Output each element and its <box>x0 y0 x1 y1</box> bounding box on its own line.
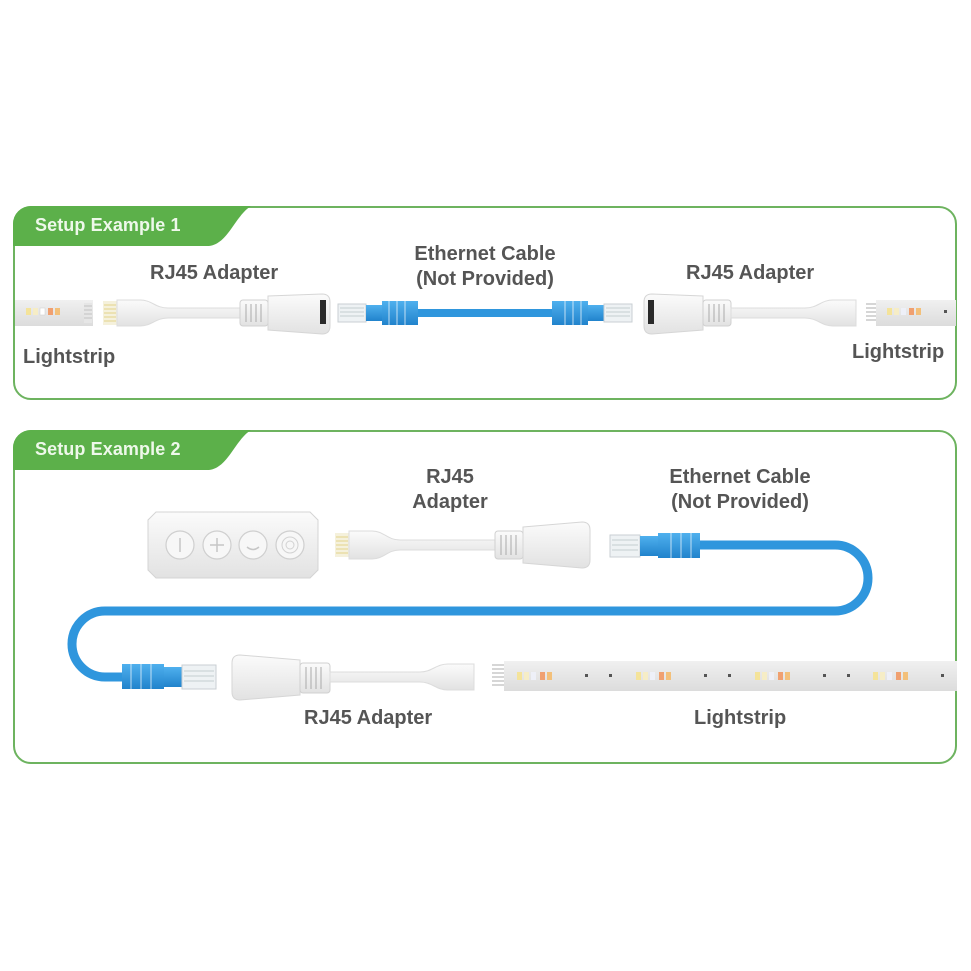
label-lightstrip-right: Lightstrip <box>852 341 945 363</box>
label-ethernet-cable-2-line1: Ethernet Cable <box>669 466 811 488</box>
setup-example-2-panel: Setup Example 2 <box>13 430 957 764</box>
resistor <box>609 674 612 677</box>
label-rj45-adapter-top-line1: RJ45 <box>426 466 474 488</box>
resistor <box>941 674 944 677</box>
led <box>778 672 783 680</box>
led <box>873 672 878 680</box>
lightstrip-left <box>15 300 93 326</box>
controller <box>147 511 319 579</box>
rj45-adapter-top <box>335 521 591 569</box>
setup-example-1-title: Setup Example 1 <box>35 215 181 235</box>
label-lightstrip-left: Lightstrip <box>23 346 116 368</box>
label-ethernet-cable-line1: Ethernet Cable <box>414 243 556 265</box>
led <box>769 672 774 680</box>
mode-icon <box>275 530 305 560</box>
label-ethernet-cable-line2: (Not Provided) <box>416 268 554 290</box>
led <box>659 672 664 680</box>
setup-example-1-tab: Setup Example 1 <box>13 206 251 248</box>
minus-icon <box>238 530 268 560</box>
led <box>547 672 552 680</box>
resistor <box>728 674 731 677</box>
rj45-adapter-left <box>103 293 331 335</box>
led <box>880 672 885 680</box>
led <box>517 672 522 680</box>
label-rj45-adapter-top: RJ45 Adapter <box>390 465 510 515</box>
resistor <box>585 674 588 677</box>
label-ethernet-cable-1: Ethernet Cable (Not Provided) <box>385 242 585 292</box>
led <box>762 672 767 680</box>
led <box>887 672 892 680</box>
setup-example-2-tab: Setup Example 2 <box>13 430 251 472</box>
label-ethernet-cable-2-line2: (Not Provided) <box>671 491 809 513</box>
led <box>643 672 648 680</box>
setup-example-1-panel: Setup Example 1 <box>13 206 957 400</box>
rj45-adapter-bottom <box>231 654 475 701</box>
resistor <box>847 674 850 677</box>
ethernet-cable-2 <box>67 533 873 690</box>
label-rj45-adapter-bottom: RJ45 Adapter <box>304 707 433 729</box>
led <box>903 672 908 680</box>
led <box>896 672 901 680</box>
led <box>524 672 529 680</box>
resistor <box>704 674 707 677</box>
label-rj45-adapter-right: RJ45 Adapter <box>686 262 815 284</box>
led <box>531 672 536 680</box>
resistor <box>823 674 826 677</box>
led <box>785 672 790 680</box>
led <box>540 672 545 680</box>
lightstrip-long <box>492 661 957 691</box>
led <box>755 672 760 680</box>
tab-shape <box>13 430 251 470</box>
lightstrip-right <box>866 300 956 326</box>
tab-shape <box>13 206 251 246</box>
setup-example-2-title: Setup Example 2 <box>35 439 181 459</box>
ethernet-cable-1 <box>337 301 633 325</box>
led <box>666 672 671 680</box>
label-ethernet-cable-2: Ethernet Cable (Not Provided) <box>640 465 840 515</box>
label-rj45-adapter-top-line2: Adapter <box>412 491 488 513</box>
label-lightstrip-long: Lightstrip <box>694 707 787 729</box>
led <box>636 672 641 680</box>
label-rj45-adapter-left: RJ45 Adapter <box>150 262 279 284</box>
led <box>650 672 655 680</box>
rj45-adapter-right <box>643 293 857 335</box>
